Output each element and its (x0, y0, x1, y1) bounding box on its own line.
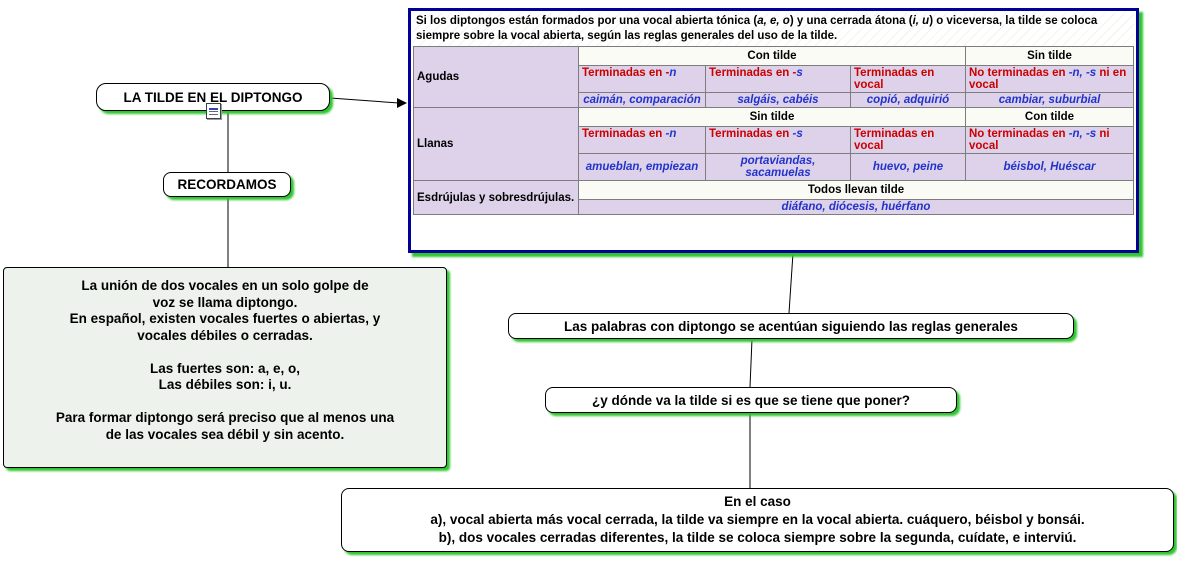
node-reglas-generales[interactable]: Las palabras con diptongo se acentúan si… (508, 313, 1074, 339)
rules-grid: Agudas Con tilde Sin tilde Terminadas en… (413, 46, 1134, 216)
intro-text: ) y una cerrada átona ( (789, 15, 913, 27)
connector-table-reglas (788, 252, 794, 314)
node-reglas-label: Las palabras con diptongo se acentúan si… (564, 318, 1018, 334)
caso-line-b: b), dos vocales cerradas diferentes, la … (438, 530, 1077, 545)
definition-line: Las fuertes son: a, e, o, (149, 360, 301, 376)
esdrujulas-rule: Todos llevan tilde (578, 180, 1134, 201)
node-title-label: LA TILDE EN EL DIPTONGO (123, 89, 303, 105)
definition-line (4, 394, 446, 411)
example-cell: caimán, comparación (578, 92, 706, 109)
definition-line: En español, existen vocales fuertes o ab… (69, 311, 381, 326)
definition-line: Para formar diptongo será preciso que al… (55, 410, 395, 425)
intro-text: Si los diptongos están formados por una … (416, 15, 758, 27)
example-cell: diáfano, diócesis, huérfano (578, 199, 1134, 216)
condition-text: Terminadas en - (582, 67, 670, 80)
example-cell: huevo, peine (850, 153, 966, 182)
condition-text: Terminadas en (709, 128, 793, 141)
definition-line: Las débiles son: i, u. (158, 377, 292, 392)
row-label-agudas: Agudas (413, 46, 579, 109)
definition-line: voz se llama diptongo. (152, 294, 298, 310)
row-label-esdrujulas: Esdrújulas y sobresdrújulas. (413, 180, 579, 216)
resource-icon[interactable] (206, 103, 221, 119)
condition-cell: Terminadas en -s (705, 65, 851, 94)
agudas-right-header: Sin tilde (965, 46, 1134, 67)
node-pregunta[interactable]: ¿y dónde va la tilde si es que se tiene … (545, 387, 957, 413)
condition-text: No terminadas en (969, 128, 1069, 141)
condition-text: Terminadas en - (709, 67, 797, 80)
condition-suffix: -n, -s (1068, 67, 1097, 80)
condition-suffix: n (669, 67, 677, 80)
condition-text: ni en vocal (969, 67, 1127, 92)
intro-italic: a, e, o (757, 15, 790, 27)
condition-suffix: -s (792, 128, 803, 141)
row-label-llanas: Llanas (413, 107, 579, 182)
definition-line: La unión de dos vocales en un solo golpe… (81, 278, 369, 293)
condition-cell: Terminadas en -s (705, 126, 851, 155)
condition-text: Terminadas en vocal (854, 128, 935, 153)
example-cell: cambiar, suburbial (965, 92, 1134, 109)
node-recordamos[interactable]: RECORDAMOS (163, 172, 291, 197)
node-pregunta-label: ¿y dónde va la tilde si es que se tiene … (591, 392, 911, 408)
caso-line-a: a), vocal abierta más vocal cerrada, la … (430, 512, 1085, 527)
condition-cell: Terminadas en vocal (850, 65, 966, 94)
intro-italic: i, u (912, 15, 930, 27)
definition-line: vocales débiles o cerradas. (137, 327, 313, 343)
node-recordamos-label: RECORDAMOS (177, 177, 277, 192)
arrowhead-icon (397, 98, 407, 108)
condition-cell: Terminadas en -n (578, 126, 706, 155)
condition-cell: No terminadas en -n, -s ni vocal (965, 126, 1134, 155)
condition-text: ni vocal (969, 128, 1110, 153)
definition-line (4, 344, 446, 361)
intro-text: ) o viceversa, la tilde se coloca siempr… (416, 15, 1098, 42)
condition-text: Terminadas en vocal (854, 67, 935, 92)
llanas-right-header: Con tilde (965, 107, 1134, 128)
example-cell: amueblan, empiezan (578, 153, 706, 182)
node-en-el-caso[interactable]: En el caso a), vocal abierta más vocal c… (341, 488, 1174, 552)
example-cell: béisbol, Huéscar (965, 153, 1134, 182)
caso-title: En el caso (724, 494, 791, 509)
condition-suffix: -n (665, 128, 677, 141)
condition-cell: Terminadas en -n (578, 65, 706, 94)
accent-rules-table[interactable]: Si los diptongos están formados por una … (408, 8, 1139, 253)
condition-text: No terminadas en (969, 67, 1069, 80)
example-cell: salgáis, cabéis (705, 92, 851, 109)
llanas-left-header: Sin tilde (578, 107, 966, 128)
condition-cell: Terminadas en vocal (850, 126, 966, 155)
definition-box[interactable]: La unión de dos vocales en un solo golpe… (3, 267, 447, 468)
connector-reglas-pregunta (749, 338, 753, 388)
definition-line: de las vocales sea débil y sin acento. (105, 426, 345, 442)
condition-cell: No terminadas en -n, -s ni en vocal (965, 65, 1134, 94)
connector-title-table (329, 97, 400, 104)
example-cell: portaviandas, sacamuelas (705, 153, 851, 182)
example-cell: copió, adquirió (850, 92, 966, 109)
condition-text: Terminadas en (582, 128, 666, 141)
agudas-left-header: Con tilde (578, 46, 966, 67)
condition-suffix: -n, -s (1068, 128, 1097, 141)
condition-suffix: s (796, 67, 803, 80)
table-intro: Si los diptongos están formados por una … (413, 13, 1134, 47)
